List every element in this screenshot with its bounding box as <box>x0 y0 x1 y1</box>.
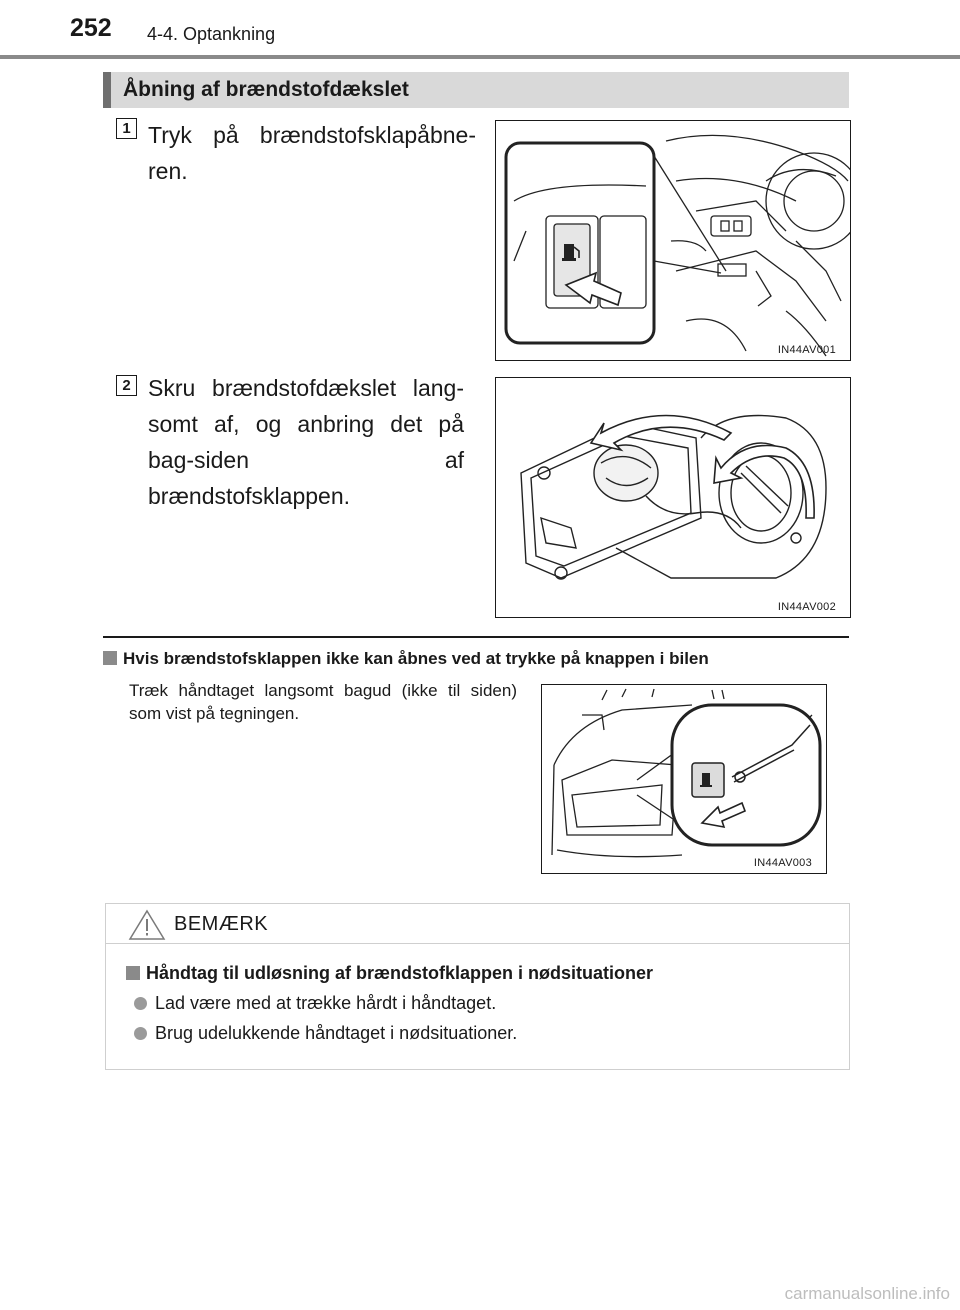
figure-emergency-release-handle: IN44AV003 <box>541 684 827 874</box>
notice-header-divider <box>106 943 849 944</box>
section-heading-accent <box>103 72 111 108</box>
page-number: 252 <box>70 14 112 42</box>
fuel-pump-icon <box>700 773 712 787</box>
notice-item: Lad være med at trække hårdt i håndtaget… <box>134 993 496 1014</box>
subsection-divider <box>103 636 849 638</box>
round-bullet-icon <box>134 1027 147 1040</box>
subsection-title: Hvis brændstofsklappen ikke kan åbnes ve… <box>123 649 709 668</box>
figure-1-code: IN44AV001 <box>777 344 836 356</box>
notice-label: BEMÆRK <box>174 913 269 935</box>
notice-item-text: Lad være med at trække hårdt i håndtaget… <box>155 993 497 1013</box>
header-divider <box>0 55 960 59</box>
notice-title: Håndtag til udløsning af brændstofklappe… <box>126 963 653 984</box>
section-heading-bar: Åbning af brændstofdækslet <box>103 72 849 108</box>
square-bullet-icon <box>103 651 117 665</box>
notice-title-text: Håndtag til udløsning af brændstofklappe… <box>146 963 653 983</box>
step-2-badge: 2 <box>116 375 137 396</box>
step-1-text: Tryk på brændstofsklapåbne-ren. <box>148 117 476 189</box>
figure-3-code: IN44AV003 <box>753 857 812 869</box>
notice-item-text: Brug udelukkende håndtaget i nødsituatio… <box>155 1023 518 1043</box>
figure-2-code: IN44AV002 <box>777 601 836 613</box>
step-2-text: Skru brændstofdækslet lang-somt af, og a… <box>148 370 464 514</box>
round-bullet-icon <box>134 997 147 1010</box>
step-2-instruction: Skru brændstofdækslet lang-somt af, og a… <box>148 375 464 509</box>
figure-fuel-cap-removal: IN44AV002 <box>495 377 851 618</box>
trunk-illustration <box>551 688 822 858</box>
notice-item: Brug udelukkende håndtaget i nødsituatio… <box>134 1023 517 1044</box>
subsection-heading: Hvis brændstofsklappen ikke kan åbnes ve… <box>103 649 709 669</box>
fuel-pump-icon <box>562 244 580 261</box>
section-heading: Åbning af brændstofdækslet <box>123 78 409 101</box>
fuel-cap-illustration <box>520 414 827 580</box>
notice-box: BEMÆRK Håndtag til udløsning af brændsto… <box>105 903 850 1070</box>
figure-fuel-door-opener: IN44AV001 <box>495 120 851 361</box>
watermark: carmanualsonline.info <box>784 1284 950 1303</box>
subsection-body: Træk håndtaget langsomt bagud (ikke til … <box>129 681 517 723</box>
dashboard-illustration <box>504 134 850 357</box>
step-1-instruction: Tryk på brændstofsklapåbne-ren. <box>148 122 476 184</box>
step-1-badge: 1 <box>116 118 137 139</box>
square-bullet-icon <box>126 966 140 980</box>
chapter-title: 4-4. Optankning <box>147 24 276 44</box>
warning-triangle-icon <box>128 909 166 940</box>
